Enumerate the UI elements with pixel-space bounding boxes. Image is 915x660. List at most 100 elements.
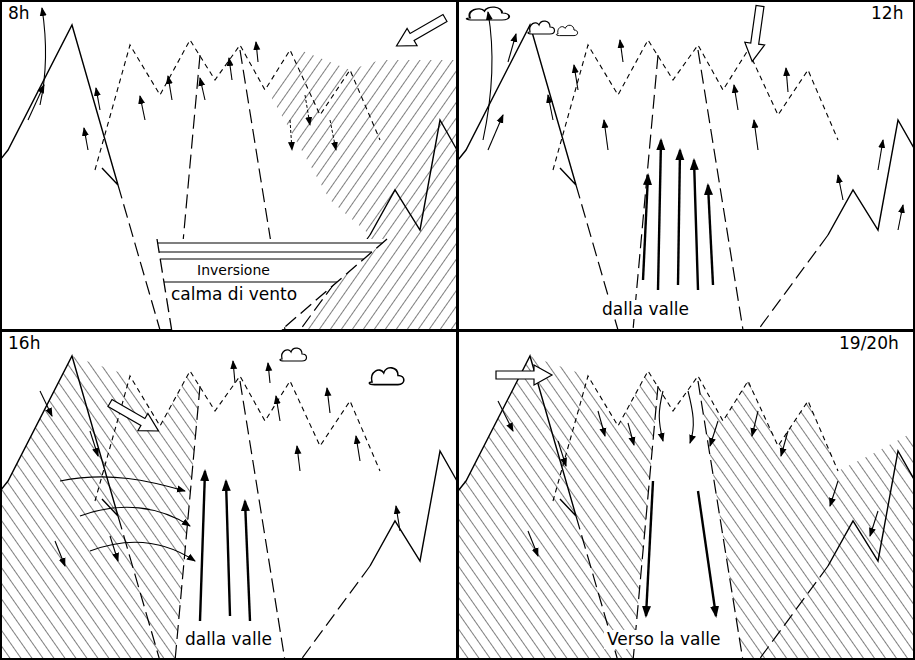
slope-wind-arrow (483, 12, 492, 140)
sun-direction-arrow (496, 365, 552, 385)
slope-wind-arrow (276, 396, 280, 421)
slope-wind-arrow (754, 120, 758, 150)
valley-wind-arrow (226, 481, 230, 616)
inversion-fill (157, 239, 387, 332)
slope-wind-arrow (290, 120, 292, 150)
inversion-line (160, 258, 364, 259)
slope-wind-arrow (84, 128, 88, 150)
slope-wind-arrow (878, 140, 883, 170)
evening-panel-art (458, 356, 915, 660)
layer-label: Inversione (194, 263, 273, 278)
slope-wind-arrow (528, 531, 538, 556)
slope-wind-arrow (598, 411, 605, 436)
cloud-symbol (556, 25, 577, 35)
sun-direction-arrow (105, 394, 163, 439)
time-panel: 8hInversione calma di vento (0, 0, 458, 331)
cloud-symbol (528, 21, 555, 34)
valley-wind-arrow (646, 481, 653, 616)
slope-wind-arrow (781, 431, 788, 456)
time-label: 19/20h (839, 334, 899, 353)
slope-wind-arrow (305, 95, 310, 125)
slope-wind-arrow (256, 42, 258, 62)
inversion-line (159, 251, 372, 252)
slope-wind-arrow (628, 423, 634, 445)
sun-direction-arrow (392, 9, 450, 54)
cloud-symbol (369, 368, 404, 385)
shadow-hatching (0, 356, 200, 660)
slope-wind-arrow (574, 65, 578, 90)
slope-wind-arrow (60, 477, 185, 491)
slope-wind-arrow (734, 85, 738, 110)
slope-wind-arrow (330, 120, 336, 150)
time-panel: 12h dalla valle (457, 0, 915, 331)
valley-wind-arrow (708, 185, 713, 285)
slope-wind-arrow (558, 441, 566, 466)
wind-label: dalla valle (599, 300, 692, 319)
slope-wind-arrow (90, 431, 98, 456)
slope-wind-arrow (229, 58, 232, 80)
slope-wind-arrow (838, 175, 843, 200)
slope-wind-arrow (548, 95, 553, 120)
slope-wind-arrow (297, 446, 300, 471)
slope-wind-arrow (508, 34, 516, 62)
valley-wind-arrow (643, 175, 648, 280)
slope-wind-arrow (604, 120, 608, 150)
slope-wind-arrow (752, 411, 758, 436)
time-panel: 19/20hVerso la valle (457, 330, 915, 660)
valley-wind-arrow (658, 140, 661, 290)
valley-wind-arrow (245, 501, 250, 621)
time-label: 12h (871, 4, 903, 23)
valley-wind-arrow (694, 160, 698, 290)
slope-wind-arrow (830, 481, 838, 506)
slope-wind-arrow (55, 541, 65, 566)
slope-wind-arrow (498, 401, 513, 431)
valley-wind-arrow (698, 491, 716, 616)
noon-panel-art (458, 5, 915, 330)
slope-wind-arrow (96, 88, 100, 110)
sun-direction-arrow (742, 5, 770, 63)
slope-wind-arrow (140, 96, 145, 120)
time-label: 16h (8, 334, 40, 353)
valley-wind-arrow (200, 471, 205, 621)
inversion-band: Inversione calma di vento (154, 238, 390, 332)
slope-wind-arrow (200, 78, 205, 100)
morning-panel-art (0, 8, 457, 330)
wind-label: calma di vento (168, 285, 300, 304)
inversion-line (158, 242, 383, 243)
slope-wind-arrow (40, 391, 52, 416)
wind-label: dalla valle (182, 630, 275, 649)
slope-wind-arrow (659, 391, 663, 441)
mountain-outline (458, 356, 915, 660)
valley-floor (633, 381, 743, 660)
slope-wind-arrow (327, 388, 330, 413)
time-panel: 16h dalla valle (0, 330, 458, 660)
slope-wind-arrow (488, 115, 503, 150)
afternoon-panel-art (0, 348, 457, 660)
mountain-outline (458, 25, 915, 330)
slope-wind-arrow (168, 76, 172, 100)
mountain-outline (0, 356, 457, 660)
slope-wind-arrow (898, 205, 903, 230)
slope-wind-arrow (268, 363, 270, 383)
cloud-symbol (280, 348, 307, 361)
slope-wind-arrow (40, 8, 46, 105)
slope-wind-arrow (396, 506, 400, 531)
slope-wind-arrow (80, 507, 190, 526)
shadow-hatching (458, 356, 915, 660)
slope-wind-arrow (620, 40, 623, 62)
slope-wind-arrow (110, 536, 118, 561)
slope-wind-arrow (870, 511, 878, 536)
slope-wind-arrow (710, 421, 718, 446)
wind-label: Verso la valle (604, 630, 723, 649)
slope-wind-arrow (786, 68, 788, 92)
mountain-outline (0, 25, 457, 330)
slope-wind-arrow (233, 361, 235, 383)
slope-wind-arrow (90, 542, 195, 561)
slope-wind-arrow (356, 436, 360, 461)
time-label: 8h (8, 4, 30, 23)
valley-wind-arrow (678, 150, 680, 285)
slope-wind-arrow (28, 85, 44, 120)
inversion-line (164, 281, 337, 282)
